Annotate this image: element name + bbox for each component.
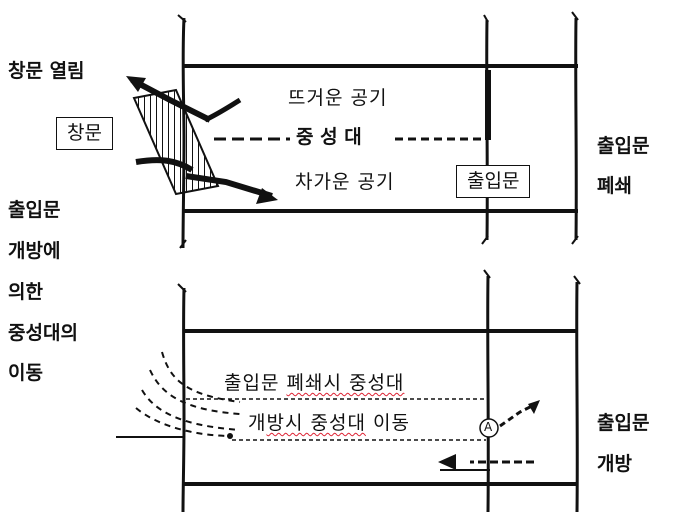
bottom-building — [116, 269, 581, 513]
side-caption-line-3: 의한 — [8, 281, 43, 303]
flow-dash-4 — [135, 407, 233, 437]
door-outflow-arrow — [499, 402, 537, 428]
door-closed-label-2: 폐쇄 — [597, 175, 632, 197]
cold-air-in-arrow — [135, 157, 194, 173]
window-box-label: 창문 — [56, 117, 113, 150]
hot-air-label: 뜨거운 공기 — [288, 87, 388, 109]
neutral-zone-label: 중 성 대 — [296, 126, 362, 148]
hot-air-out-arrow — [130, 77, 212, 123]
side-caption-line-1: 출입문 — [8, 199, 61, 221]
point-a-label: A — [484, 420, 493, 434]
door-closed-label-1: 출입문 — [597, 135, 650, 157]
bottom-left-wall — [181, 287, 186, 513]
flow-dash-2 — [149, 369, 241, 415]
door-open-label-2: 개방 — [597, 453, 632, 475]
bottom-right-wall — [575, 281, 579, 513]
side-caption-line-4: 중성대의 — [8, 322, 78, 344]
point-a-circle — [479, 418, 499, 438]
zone-open-label: 개방시 중성대 이동 — [246, 412, 412, 434]
flow-dash-3 — [141, 389, 241, 431]
side-caption-line-5: 이동 — [8, 362, 43, 384]
cold-air-label: 차가운 공기 — [295, 171, 395, 193]
door-box-label: 출입문 — [456, 165, 531, 198]
window-open-label: 창문 열림 — [8, 60, 85, 82]
top-right-wall — [574, 17, 578, 241]
door-open-label-1: 출입문 — [597, 412, 650, 434]
top-building — [126, 11, 579, 249]
bottom-middle-wall — [486, 275, 490, 513]
side-caption-line-2: 개방에 — [8, 240, 61, 262]
zone-closed-label: 출입문 폐쇄시 중성대 — [222, 372, 407, 394]
